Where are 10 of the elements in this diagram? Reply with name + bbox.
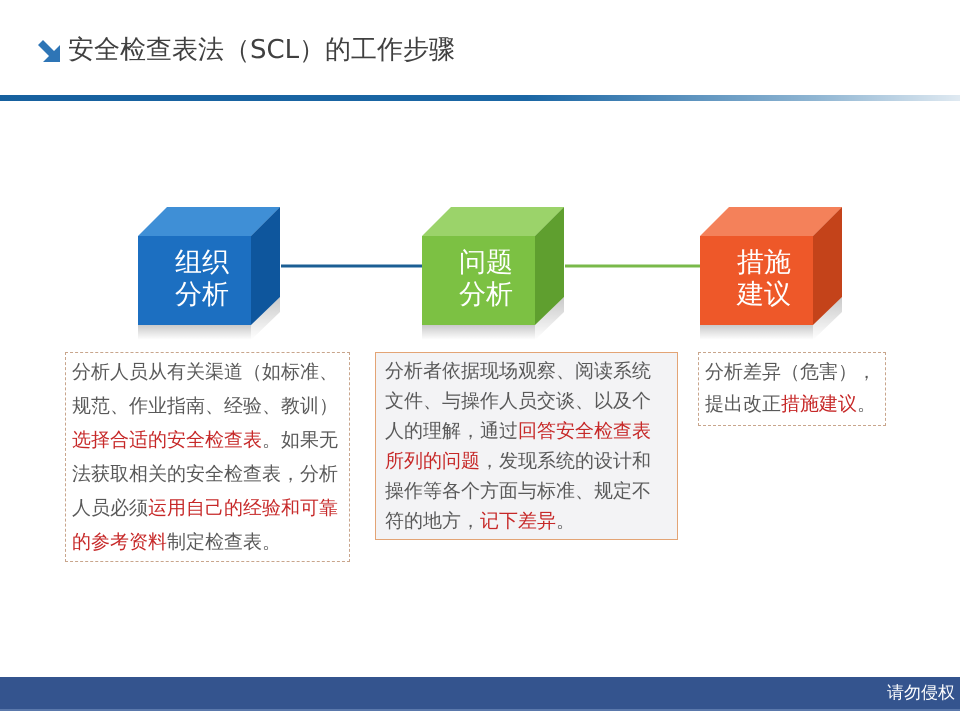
step-label: 措施建议 [737, 247, 792, 311]
slide-title: 安全检查表法（SCL）的工作步骤 [68, 34, 456, 67]
note-box: 分析者依据现场观察、阅读系统文件、与操作人员交谈、以及个人的理解，通过回答安全检查表所列的问题，发现系统的设计和操作等各个方面与标准、规定不符的地方，记下差异。 [375, 352, 678, 540]
note-box: 分析人员从有关渠道（如标准、规范、作业指南、经验、教训）选择合适的安全检查表。如果无法获取相关的安全检查表，分析人员必须运用自己的经验和可靠的参考资料制定检查表。 [65, 352, 350, 562]
step-label: 问题分析 [459, 247, 514, 311]
footer-text: 请勿侵权 [887, 682, 955, 705]
connector-line [281, 264, 422, 268]
note-box: 分析差异（危害），提出改正措施建议。 [698, 352, 886, 426]
connector-line [565, 264, 700, 268]
step-label: 组织分析 [175, 247, 230, 311]
